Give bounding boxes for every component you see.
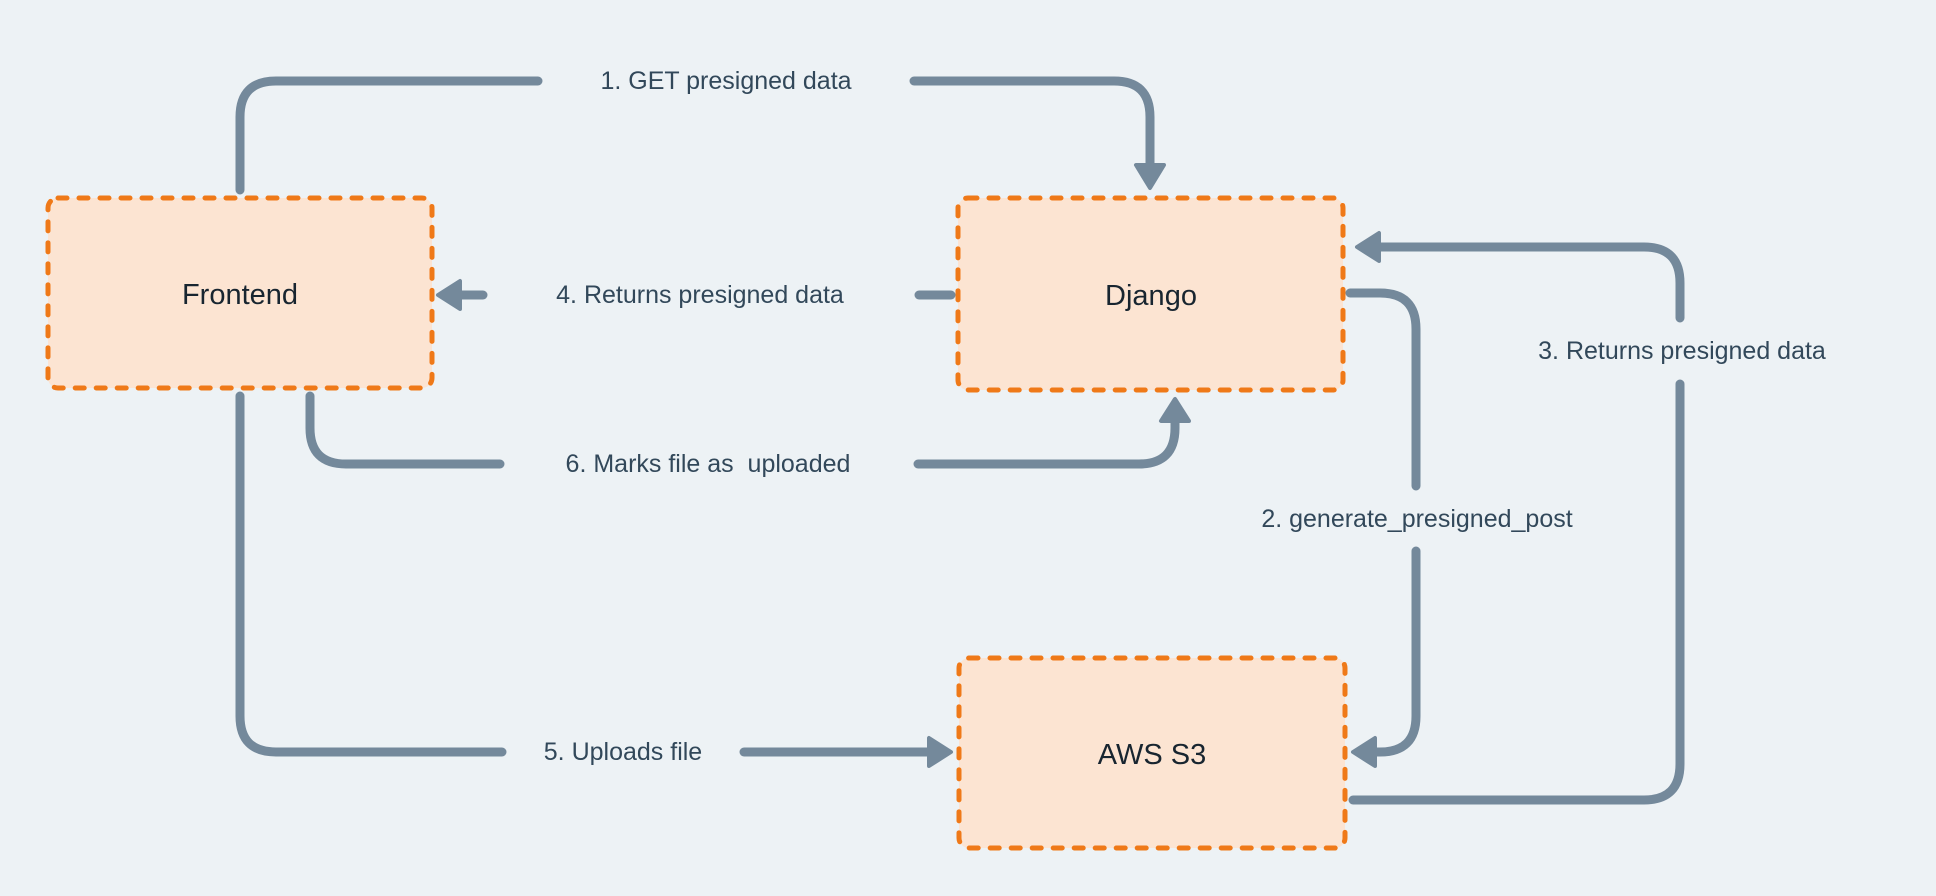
flow-6-path (913, 418, 1180, 469)
flow-5-path (235, 391, 507, 757)
node-django-label: Django (1105, 280, 1197, 312)
flow-1-label: 1. GET presigned data (600, 67, 851, 95)
flow-1-get-presigned-data: 1. GET presigned data (235, 67, 1166, 195)
flow-2-path (1372, 546, 1421, 757)
flow-4-returns-presigned-data: 4. Returns presigned data (436, 279, 956, 311)
node-aws-s3-label: AWS S3 (1098, 739, 1207, 771)
flow-2-arrowhead (1351, 736, 1377, 768)
flow-3-path (1376, 242, 1685, 323)
flow-2-path (1345, 288, 1421, 491)
flow-1-path (235, 76, 543, 195)
node-aws-s3-box (956, 655, 1348, 851)
flow-5-uploads-file: 5. Uploads file (235, 391, 953, 768)
node-aws-s3: AWS S3 (956, 655, 1348, 851)
flow-4-label: 4. Returns presigned data (556, 281, 844, 309)
flow-5-arrowhead (927, 736, 953, 768)
flow-6-arrowhead (1159, 397, 1191, 423)
flow-3-arrowhead (1355, 231, 1381, 263)
flow-4-arrowhead (436, 279, 462, 311)
node-django-box (955, 195, 1346, 393)
flow-3-path (1348, 379, 1685, 805)
node-django: Django (955, 195, 1346, 393)
flow-3-returns-presigned-data: 3. Returns presigned data (1348, 231, 1826, 805)
node-frontend-label: Frontend (182, 279, 298, 311)
flow-3-label: 3. Returns presigned data (1538, 337, 1826, 365)
node-frontend-box (45, 195, 435, 391)
flow-6-marks-file-uploaded: 6. Marks file as uploaded (305, 391, 1191, 478)
flow-6-label: 6. Marks file as uploaded (566, 450, 851, 478)
node-frontend: Frontend (45, 195, 435, 391)
flow-2-label: 2. generate_presigned_post (1261, 505, 1572, 533)
flow-1-arrowhead (1134, 163, 1166, 190)
flow-5-label: 5. Uploads file (544, 738, 702, 766)
flow-2-generate-presigned-post: 2. generate_presigned_post (1261, 288, 1573, 768)
flow-1-path (909, 76, 1155, 171)
flow-6-path (305, 391, 505, 469)
